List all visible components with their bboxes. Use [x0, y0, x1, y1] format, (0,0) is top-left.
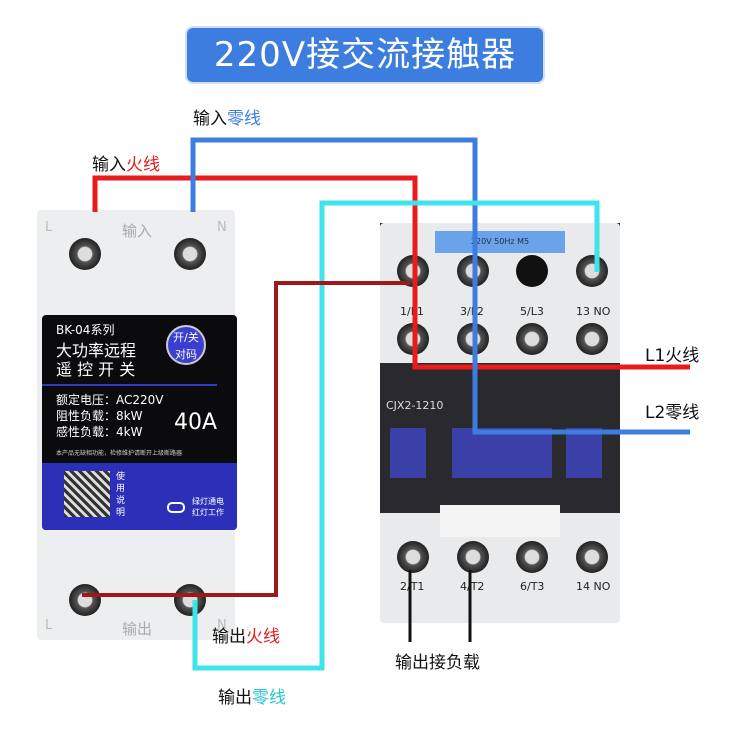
terminal-screw	[69, 584, 101, 616]
terminal-label: 6/T3	[520, 580, 545, 593]
label-output-neutral: 输出零线	[218, 688, 286, 708]
terminal-label: 2/T1	[400, 580, 425, 593]
series-label: BK-04系列	[56, 323, 115, 337]
spec-voltage: 额定电压：AC220V	[56, 393, 164, 407]
breaker-front-panel: BK-04系列 大功率远程 遥 控 开 关 开/关 对码 额定电压：AC220V…	[42, 315, 237, 530]
terminal-label: 3/L2	[460, 305, 484, 318]
divider	[42, 384, 217, 386]
page-title: 220V接交流接触器	[187, 28, 543, 82]
terminal-label: 13 NO	[576, 305, 611, 318]
terminal-label: 5/L3	[520, 305, 544, 318]
spec-resistive: 阻性负载：8kW	[56, 409, 143, 423]
manual-label: 使用说明	[116, 472, 126, 518]
ac-contactor: 220V 50Hz M5 1/L1 3/L2 5/L3 13 NO CJX2-1…	[380, 223, 620, 623]
terminal-screw	[174, 584, 206, 616]
output-live-wire	[82, 281, 410, 597]
label-output-live: 输出火线	[212, 627, 280, 647]
output-label: 输出	[122, 620, 153, 638]
warning-text: 本产品无缺相功能，检修维护请断开上级断路器	[56, 450, 183, 457]
current-rating: 40A	[174, 410, 218, 435]
coil-label: 220V 50Hz M5	[435, 231, 565, 253]
label-output-load: 输出接负载	[395, 653, 480, 673]
terminal-screw	[69, 238, 101, 270]
qr-code	[64, 471, 110, 517]
model-label: CJX2-1210	[386, 399, 444, 412]
indicator-led	[167, 502, 185, 513]
label-input-live: 输入火线	[92, 155, 160, 175]
terminal-label: N	[217, 618, 227, 633]
terminal-label: L	[45, 220, 53, 235]
terminal-label: 4/T2	[460, 580, 485, 593]
terminal-label: N	[217, 220, 227, 235]
input-live-wire	[92, 175, 690, 370]
label-l2: L2零线	[645, 403, 700, 423]
terminal-label: 1/L1	[400, 305, 424, 318]
input-neutral-wire	[190, 137, 690, 435]
pair-button[interactable]: 开/关 对码	[166, 325, 206, 365]
input-label: 输入	[122, 222, 153, 240]
terminal-screw	[174, 238, 206, 270]
output-neutral-wire	[192, 200, 600, 671]
terminal-label: 14 NO	[576, 580, 611, 593]
label-l1: L1火线	[645, 346, 700, 366]
product-name: 大功率远程	[56, 341, 137, 360]
terminal-label: L	[45, 618, 53, 633]
spec-inductive: 感性负载：4kW	[56, 425, 143, 439]
label-input-neutral: 输入零线	[193, 109, 261, 129]
indicator-label: 绿灯通电 红灯工作	[192, 497, 224, 517]
product-name: 遥 控 开 关	[56, 360, 136, 379]
